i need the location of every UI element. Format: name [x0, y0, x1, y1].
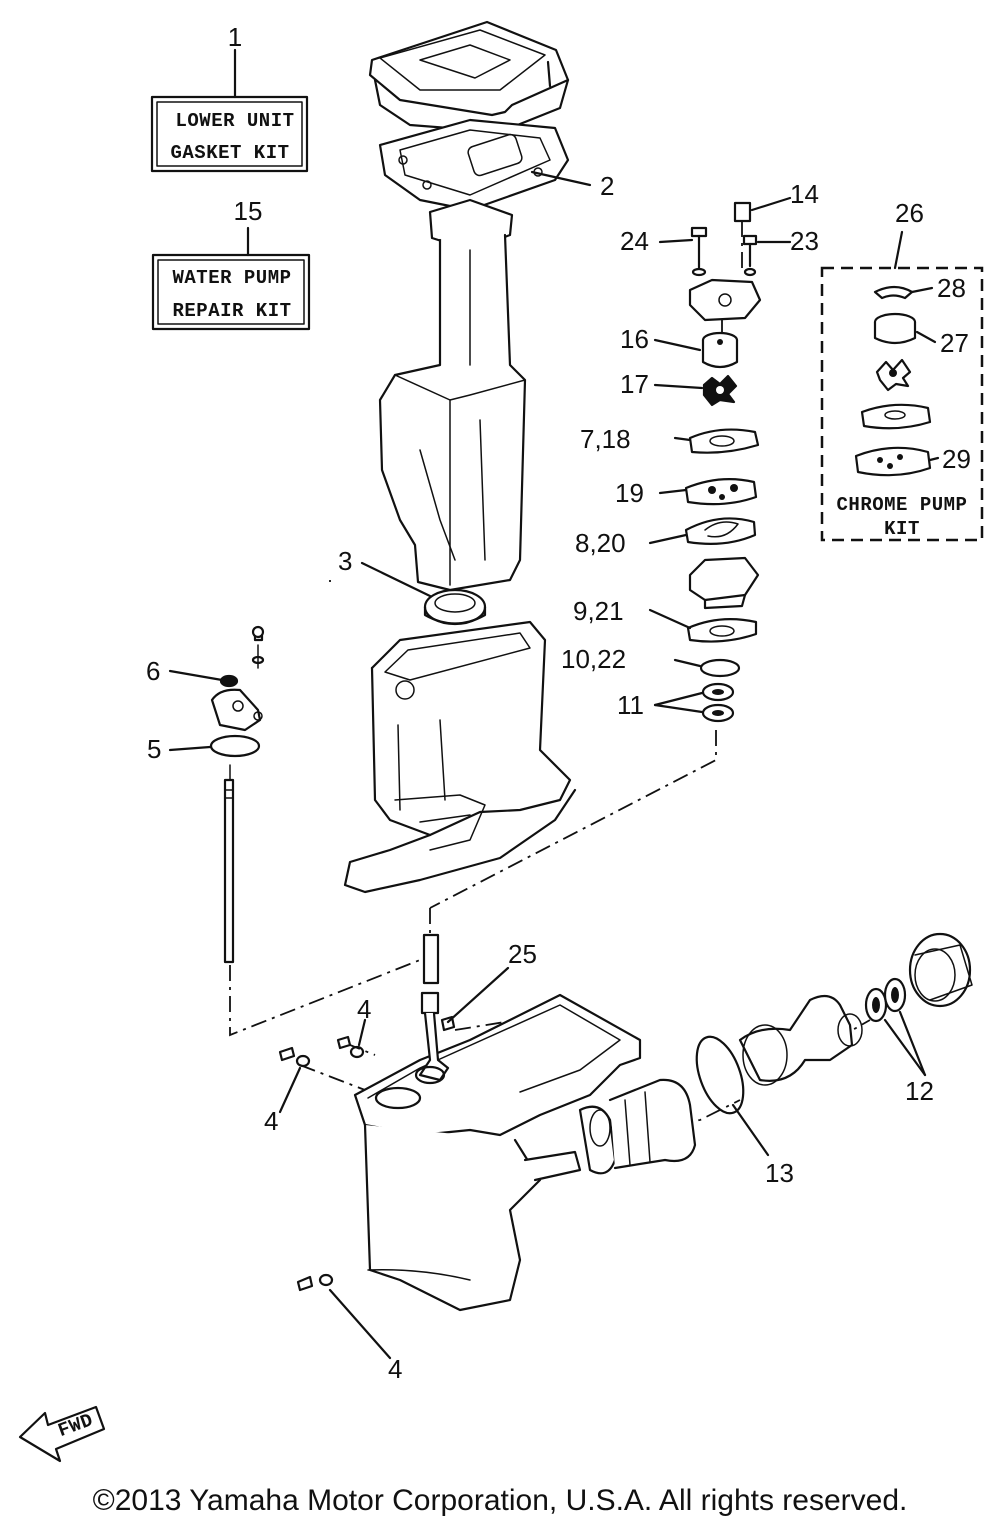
shift-rod-assembly [209, 625, 265, 964]
callout-10-22: 10,22 [561, 644, 626, 674]
callout-28: 28 [937, 273, 966, 303]
chrome-pump-kit-box: CHROME PUMP KIT [820, 230, 984, 542]
callout-19: 19 [615, 478, 644, 508]
callout-24: 24 [620, 226, 649, 256]
callout-4-upper: 4 [357, 994, 371, 1024]
gear-case [353, 993, 642, 1312]
water-pump-kit-line1: WATER PUMP [172, 267, 291, 289]
upper-mount-plate [368, 20, 570, 134]
callout-26: 26 [895, 198, 924, 228]
oil-seals-part-12 [864, 977, 907, 1023]
callout-17: 17 [620, 369, 649, 399]
callout-29: 29 [942, 444, 971, 474]
callout-3: 3 [338, 546, 352, 576]
drive-shaft [414, 933, 450, 1085]
drain-screws-part-4 [278, 1015, 456, 1292]
leader-lines [168, 170, 940, 1360]
callout-4-left: 4 [264, 1106, 278, 1136]
fwd-label: FWD [55, 1409, 96, 1442]
lower-unit-kit-line1: LOWER UNIT [175, 110, 294, 132]
grommet-part-3 [423, 588, 487, 626]
callout-1: 1 [228, 22, 242, 52]
forward-gear [578, 1078, 697, 1175]
callout-14: 14 [790, 179, 819, 209]
lower-unit-kit-line2: GASKET KIT [170, 142, 289, 164]
chrome-pump-kit-line2: KIT [884, 518, 920, 540]
callout-numbers: 1 2 3 4 4 4 5 6 7,18 8,20 9,21 10,22 11 … [146, 22, 971, 1384]
water-pump-stack [684, 201, 762, 723]
callout-15: 15 [234, 196, 263, 226]
callout-23: 23 [790, 226, 819, 256]
lower-casing [343, 620, 577, 894]
callout-27: 27 [940, 328, 969, 358]
callout-11: 11 [617, 690, 644, 720]
callout-16: 16 [620, 324, 649, 354]
callout-8-20: 8,20 [575, 528, 626, 558]
callout-2: 2 [600, 171, 614, 201]
callout-5: 5 [147, 734, 161, 764]
chrome-pump-kit-line1: CHROME PUMP [837, 494, 968, 516]
callout-9-21: 9,21 [573, 596, 624, 626]
water-pump-kit-line2: REPAIR KIT [172, 300, 291, 322]
gasket-part-2 [378, 118, 570, 212]
callout-12: 12 [905, 1076, 934, 1106]
water-pump-repair-kit-box: WATER PUMP REPAIR KIT [151, 226, 311, 331]
callout-13: 13 [765, 1158, 794, 1188]
chrome-pump-kit-parts [854, 285, 932, 477]
callout-6: 6 [146, 656, 160, 686]
callout-4-bottom: 4 [388, 1354, 402, 1384]
fwd-direction-arrow: FWD [18, 1405, 106, 1463]
lower-unit-gasket-kit-box: LOWER UNIT GASKET KIT [150, 48, 309, 173]
callout-7-18: 7,18 [580, 424, 631, 454]
propeller-cap [908, 932, 973, 1008]
bearing-housing [738, 994, 863, 1086]
callout-25: 25 [508, 939, 537, 969]
copyright-notice: ©2013 Yamaha Motor Corporation, U.S.A. A… [92, 1484, 908, 1517]
o-ring-part-13 [695, 1035, 745, 1115]
drive-shaft-housing [378, 198, 527, 592]
